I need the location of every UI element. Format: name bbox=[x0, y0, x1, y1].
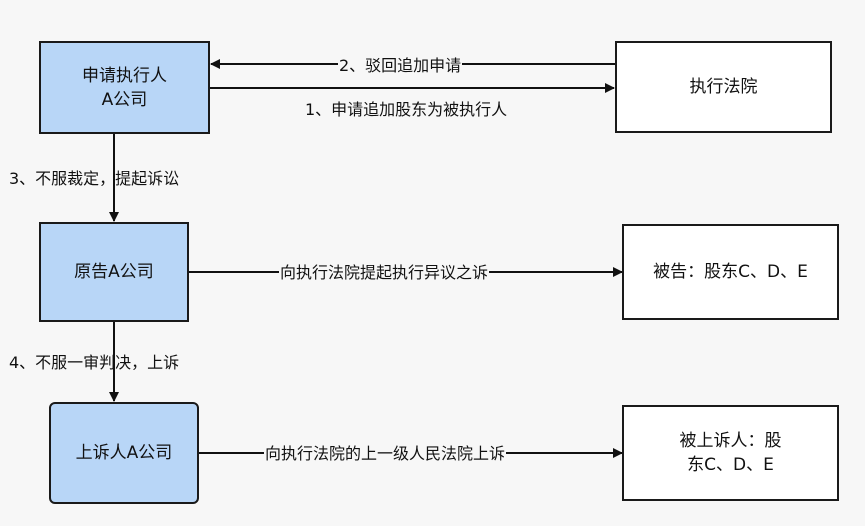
applicant-line2: A公司 bbox=[101, 89, 148, 110]
appellee-node: 被上诉人：股 东C、D、E bbox=[622, 405, 839, 501]
plaintiff-node: 原告A公司 bbox=[39, 222, 189, 322]
edge-label-appeal: 向执行法院的上一级人民法院上诉 bbox=[264, 444, 507, 464]
court-node: 执行法院 bbox=[615, 41, 832, 133]
defendant-node: 被告：股东C、D、E bbox=[622, 224, 839, 320]
defendant-label: 被告：股东C、D、E bbox=[653, 262, 808, 282]
applicant-line1: 申请执行人 bbox=[82, 65, 167, 86]
edge-label-disagree-judgment: 4、不服一审判决，上诉 bbox=[9, 353, 180, 372]
edge-label-apply: 1、申请追加股东为被执行人 bbox=[305, 100, 508, 119]
applicant-node: 申请执行人 A公司 bbox=[39, 41, 210, 134]
edge-label-disagree-ruling: 3、不服裁定，提起诉讼 bbox=[9, 169, 180, 188]
court-label: 执行法院 bbox=[689, 77, 758, 97]
appellee-line1: 被上诉人：股 bbox=[679, 431, 782, 451]
appellee-line2: 东C、D、E bbox=[687, 455, 774, 475]
edge-label-objection-suit: 向执行法院提起执行异议之诉 bbox=[279, 263, 490, 283]
appellant-node: 上诉人A公司 bbox=[49, 402, 199, 504]
edge-label-reject: 2、驳回追加申请 bbox=[338, 56, 463, 76]
plaintiff-label: 原告A公司 bbox=[74, 262, 154, 282]
appellant-label: 上诉人A公司 bbox=[75, 443, 173, 463]
